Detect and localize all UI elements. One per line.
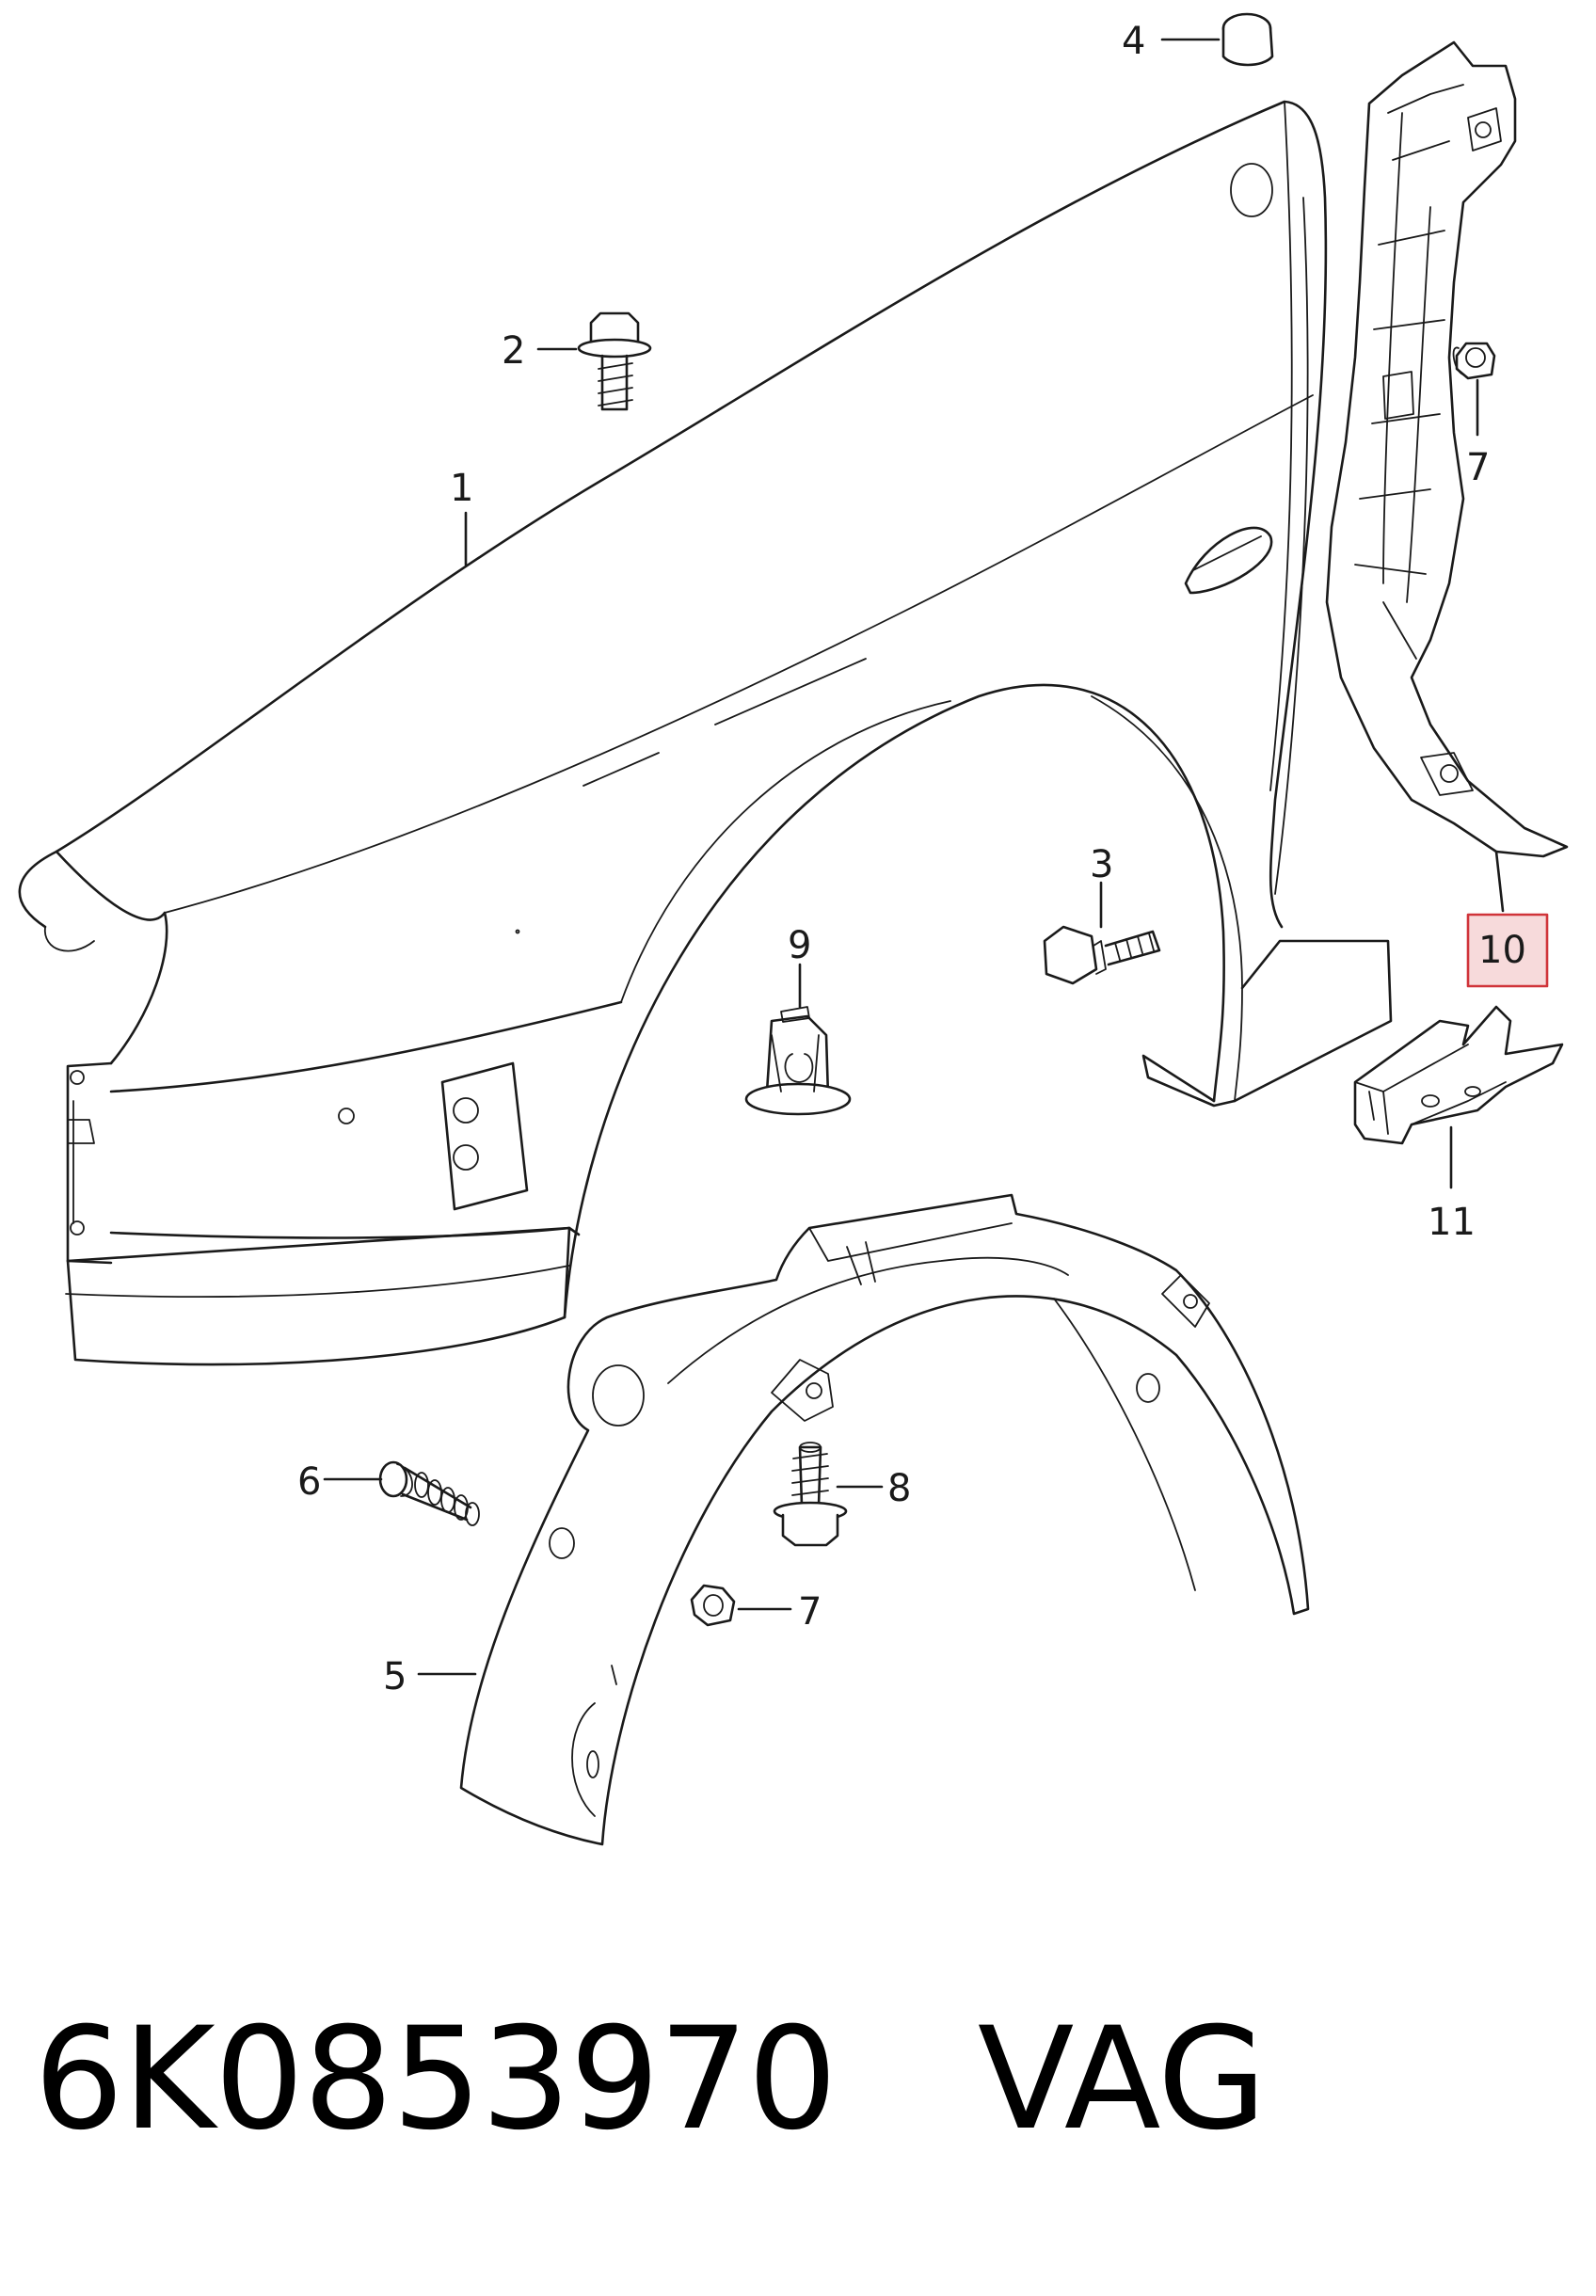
cap-plug-part4 bbox=[1160, 12, 1274, 67]
callout-6: 6 bbox=[297, 1460, 321, 1504]
footer-part-number-line: 6K0853970 VAG bbox=[34, 1998, 1267, 2161]
brand-name: VAG bbox=[977, 1998, 1267, 2161]
callout-8: 8 bbox=[887, 1467, 911, 1510]
callout-9: 9 bbox=[788, 924, 811, 967]
callout-3: 3 bbox=[1090, 843, 1113, 886]
bolt-part8 bbox=[773, 1442, 884, 1547]
callout-10-highlight bbox=[1466, 913, 1549, 988]
callout-2: 2 bbox=[502, 329, 525, 373]
callout-1: 1 bbox=[450, 467, 473, 510]
screw-part6 bbox=[323, 1460, 480, 1526]
callout-10: 10 bbox=[1478, 929, 1526, 972]
fender-bracket-part10 bbox=[1325, 40, 1569, 913]
callout-7-lower: 7 bbox=[798, 1590, 822, 1634]
bolt-part2 bbox=[536, 311, 652, 411]
callout-7-upper: 7 bbox=[1466, 446, 1490, 489]
part-number: 6K0853970 bbox=[34, 1998, 838, 2161]
nut-part7-lower bbox=[690, 1584, 792, 1627]
fender-panel bbox=[18, 100, 1393, 1366]
clip-part9 bbox=[744, 963, 852, 1116]
wheel-arch-liner-part5 bbox=[417, 1193, 1310, 1846]
bolt-part3 bbox=[1043, 881, 1161, 985]
callout-labels: 1 2 3 4 5 6 7 7 8 9 10 11 bbox=[297, 20, 1549, 1698]
callout-11: 11 bbox=[1428, 1201, 1476, 1244]
callout-5: 5 bbox=[383, 1655, 407, 1698]
small-bracket-part11 bbox=[1353, 1005, 1564, 1189]
nut-part7-upper bbox=[1452, 342, 1496, 437]
callout-4: 4 bbox=[1122, 20, 1145, 63]
